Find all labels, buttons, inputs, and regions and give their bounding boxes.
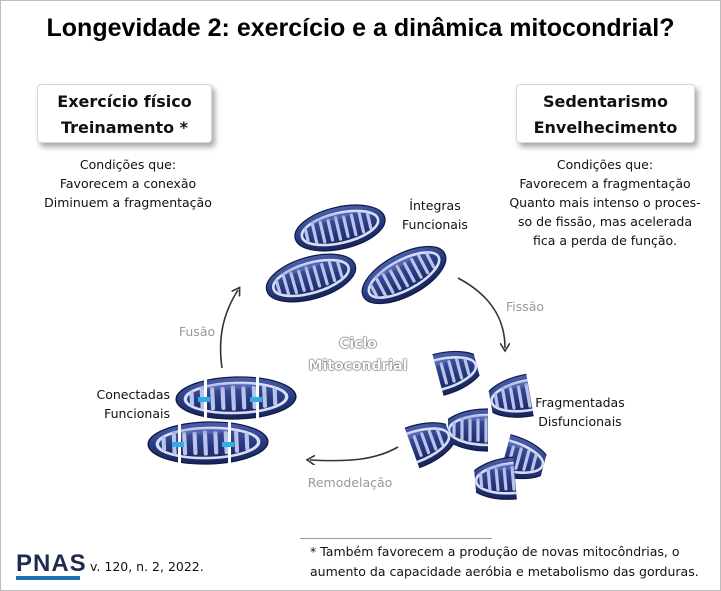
state-connected-label: Conectadas Funcionais	[80, 385, 170, 423]
mitochondria-connected-network	[147, 375, 296, 468]
state-fragmented-line: Disfuncionais	[538, 414, 622, 429]
exercise-box-line1: Exercício físico	[57, 92, 192, 111]
right-condition-line: Condições que:	[556, 157, 654, 172]
mitochondrion-intact	[351, 233, 457, 317]
fusion-arrow	[219, 290, 238, 369]
left-condition-line: Diminuem a fragmentação	[44, 195, 212, 210]
state-intact-line: Funcionais	[402, 217, 468, 232]
cycle-center-line: Mitocondrial	[308, 358, 408, 374]
state-connected-line: Conectadas	[96, 387, 170, 402]
fusion-label: Fusão	[178, 324, 216, 339]
exercise-box-line2: Treinamento *	[60, 118, 189, 137]
right-conditions: Condições que: Favorecem a fragmentação …	[490, 155, 720, 250]
cycle-center-line: Ciclo	[339, 336, 377, 352]
footnote-line: aumento da capacidade aeróbia e metaboli…	[310, 564, 699, 579]
state-intact-line: Íntegras	[409, 198, 461, 213]
mitochondrion-intact	[288, 195, 392, 261]
sedentarism-box-line2: Envelhecimento	[533, 118, 678, 137]
pnas-logo: PNAS	[16, 550, 87, 577]
sedentarism-box-line1: Sedentarismo	[542, 92, 669, 111]
left-conditions: Condições que: Favorecem a conexão Dimin…	[28, 155, 228, 212]
citation: v. 120, n. 2, 2022.	[90, 559, 204, 574]
footnote-line: * Também favorecem a produção de novas m…	[310, 544, 680, 559]
right-condition-line: Favorecem a fragmentação	[519, 176, 691, 191]
sedentarism-box: Sedentarismo Envelhecimento	[516, 84, 695, 143]
page-title: Longevidade 2: exercício e a dinâmica mi…	[46, 14, 675, 42]
fission-arrow	[457, 277, 505, 348]
footnote: * Também favorecem a produção de novas m…	[310, 542, 718, 582]
right-condition-line: fica a perda de função.	[533, 233, 677, 248]
remodeling-label: Remodelação	[307, 475, 393, 490]
mitochondrion-intact	[259, 243, 363, 313]
right-condition-line: so de fissão, mas acelerada	[518, 214, 692, 229]
state-fragmented-label: Fragmentadas Disfuncionais	[530, 393, 630, 431]
fission-label: Fissão	[505, 299, 545, 314]
left-condition-line: Condições que:	[79, 157, 177, 172]
exercise-box: Exercício físico Treinamento *	[37, 84, 212, 143]
remodeling-arrow	[310, 446, 399, 461]
cycle-center-label: Ciclo Mitocondrial	[296, 333, 420, 377]
state-connected-line: Funcionais	[104, 406, 170, 421]
right-condition-line: Quanto mais intenso o proces-	[509, 195, 701, 210]
state-intact-label: Íntegras Funcionais	[390, 196, 480, 234]
left-condition-line: Favorecem a conexão	[59, 176, 197, 191]
state-fragmented-line: Fragmentadas	[535, 395, 625, 410]
pnas-logo-bar	[16, 576, 80, 580]
footnote-divider	[300, 538, 492, 539]
